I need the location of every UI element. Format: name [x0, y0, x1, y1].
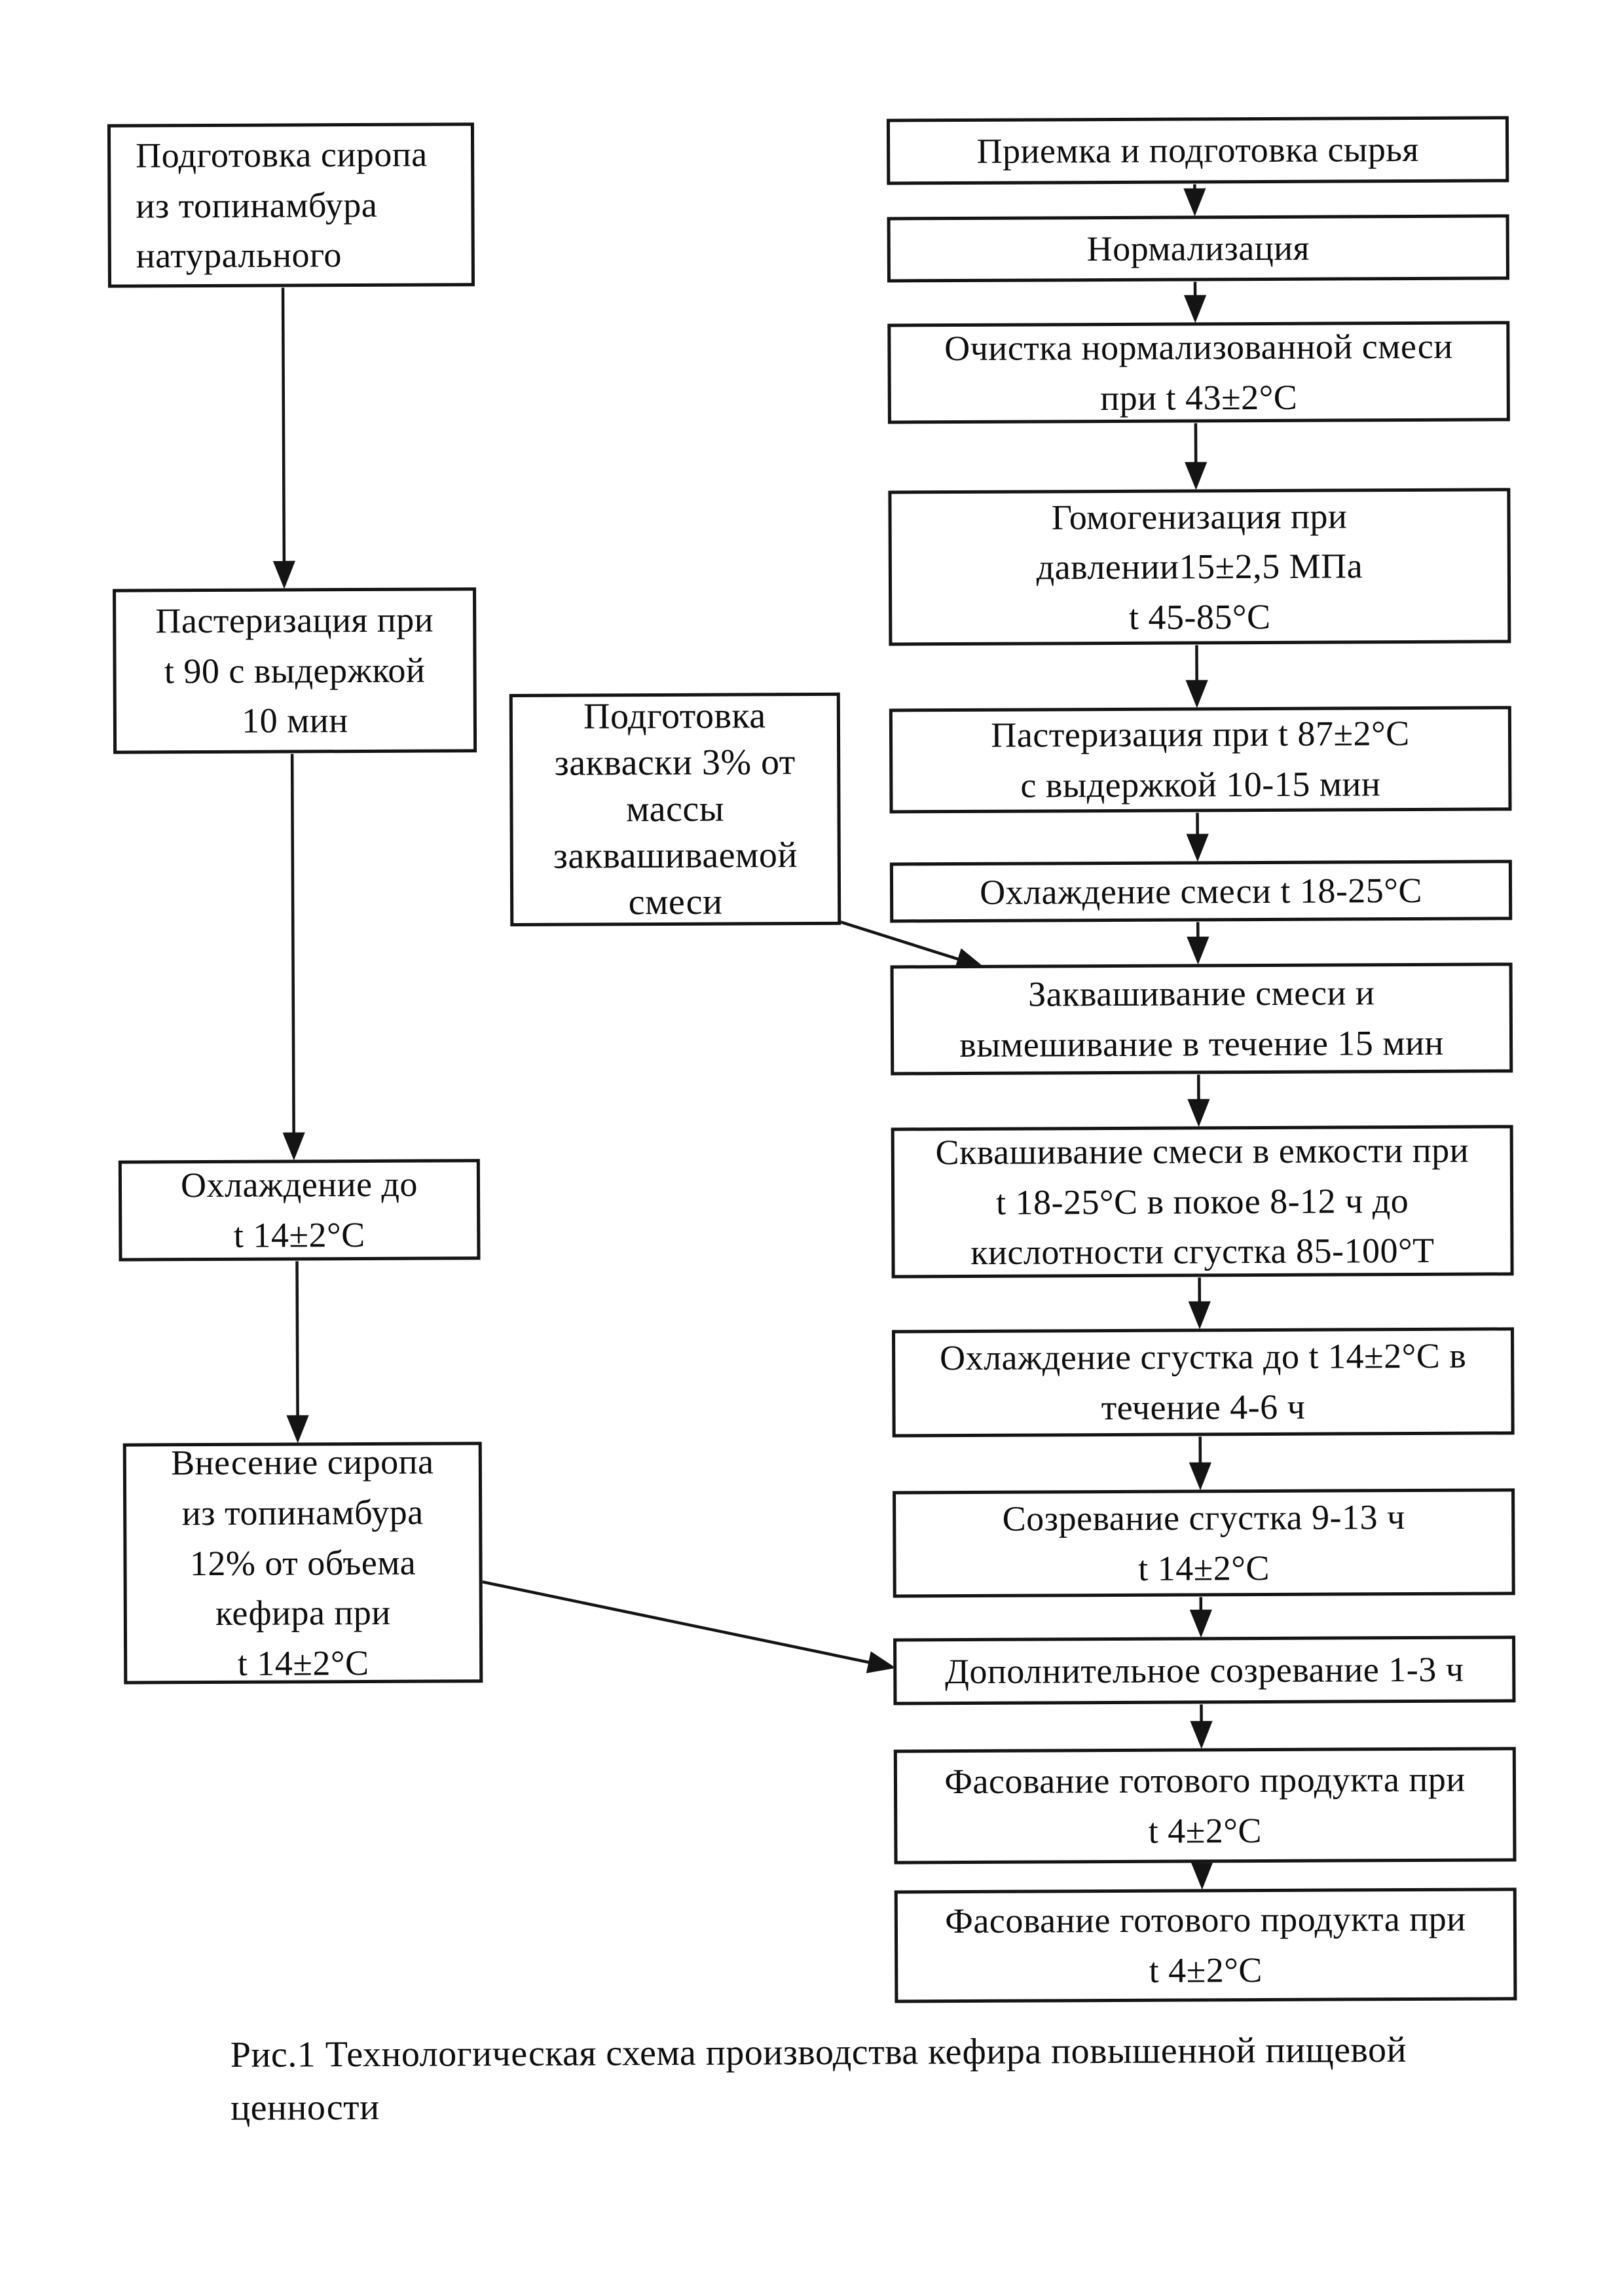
arrow-pasteurization-to-cooling [282, 754, 305, 1161]
figure-caption: Рис.1 Технологическая схема производства… [230, 2030, 1407, 2129]
flow-step-starter-prep: Подготовка закваски 3% от массы заквашив… [509, 692, 841, 927]
flow-step-main-pasteurization: Пастеризация при t 87±2°С с выдержкой 10… [889, 706, 1512, 814]
flow-step-syrup-prep: Подготовка сиропа из топинамбура натурал… [107, 122, 475, 288]
flow-step-purification: Очистка нормализованной смеси при t 43±2… [887, 321, 1510, 424]
flow-step-mix-cooling: Охлаждение смеси t 18-25°С [889, 860, 1513, 923]
flow-step-normalization: Нормализация [887, 214, 1509, 283]
flow-step-syrup-addition: Внесение сиропа из топинамбура 12% от об… [122, 1442, 483, 1685]
flow-step-fermentation: Сквашивание смеси в емкости при t 18-25°… [891, 1125, 1514, 1279]
flow-step-syrup-cooling: Охлаждение до t 14±2°С [118, 1159, 481, 1262]
arrow-cooling-to-syrup-addition [286, 1261, 309, 1444]
flow-step-syrup-pasteurization: Пастеризация при t 90 с выдержкой 10 мин [113, 587, 477, 754]
arrow-starter-prep-to-inoculation [839, 920, 985, 970]
flow-step-packaging-1: Фасование готового продукта при t 4±2°С [893, 1747, 1517, 1865]
flow-step-inoculation: Заквашивание смеси и вымешивание в течен… [890, 962, 1513, 1076]
flow-step-raw-intake: Приемка и подготовка сырья [886, 116, 1509, 185]
flow-step-clot-cooling: Охлаждение сгустка до t 14±2°С в течение… [891, 1327, 1515, 1438]
flow-step-extra-ripening: Дополнительное созревание 1-3 ч [893, 1635, 1516, 1705]
flow-step-homogenization: Гомогенизация при давлении15±2,5 МПа t 4… [888, 488, 1511, 646]
flow-step-clot-ripening: Созревание сгустка 9-13 ч t 14±2°С [893, 1488, 1515, 1598]
arrow-syrup-prep-to-pasteurization [272, 287, 295, 589]
flow-step-packaging-2: Фасование готового продукта при t 4±2°С [894, 1887, 1517, 2003]
arrow-syrup-addition-to-extra-ripening [482, 1580, 896, 1673]
